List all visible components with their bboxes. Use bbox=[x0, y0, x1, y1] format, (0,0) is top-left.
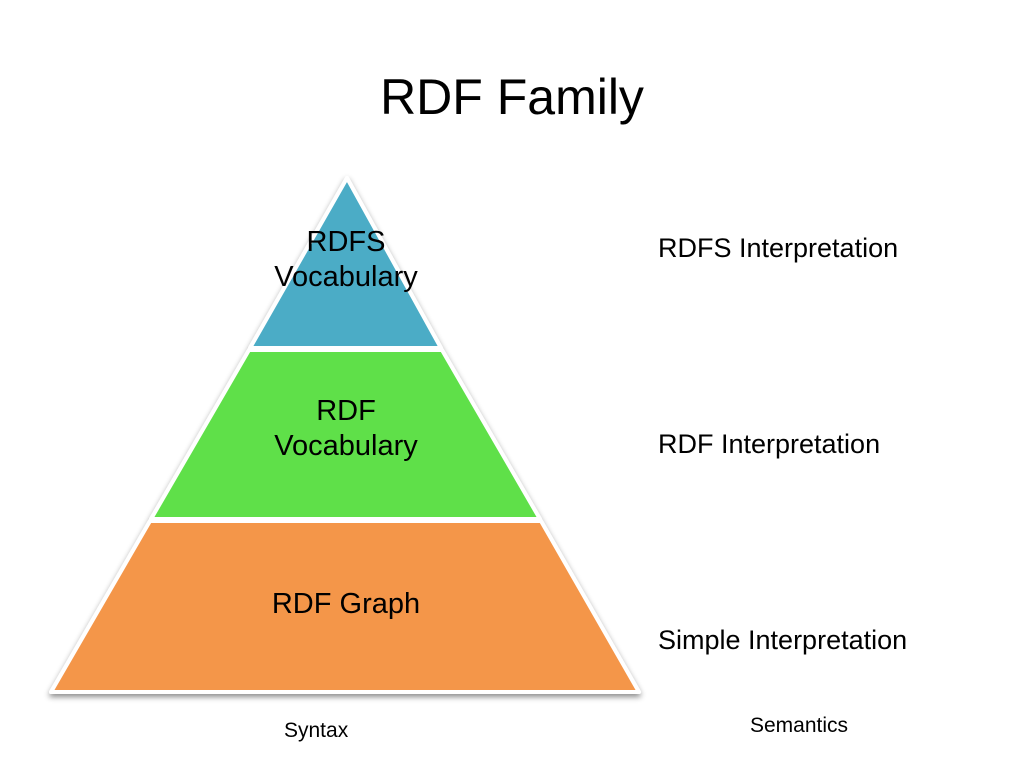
layer-label-rdf-graph: RDF Graph bbox=[226, 587, 466, 622]
slide-title: RDF Family bbox=[380, 69, 644, 125]
layer-label-rdfs-vocabulary: RDFS Vocabulary bbox=[246, 225, 446, 295]
semantics-label: Semantics bbox=[750, 714, 849, 737]
layer-label-line: RDFS bbox=[306, 226, 386, 258]
rdfs-interpretation-label: RDFS Interpretation bbox=[658, 233, 899, 263]
rdf-interpretation-label: RDF Interpretation bbox=[658, 429, 881, 459]
layer-label-rdf-vocabulary: RDF Vocabulary bbox=[246, 394, 446, 464]
layer-label-line: RDF bbox=[316, 395, 376, 427]
layer-label-line: Vocabulary bbox=[274, 261, 418, 293]
syntax-label: Syntax bbox=[284, 719, 349, 742]
simple-interpretation-label: Simple Interpretation bbox=[658, 625, 908, 655]
layer-label-line: Vocabulary bbox=[274, 430, 418, 462]
layer-label-line: RDF Graph bbox=[271, 588, 421, 620]
pyramid-layer-top bbox=[248, 176, 443, 350]
